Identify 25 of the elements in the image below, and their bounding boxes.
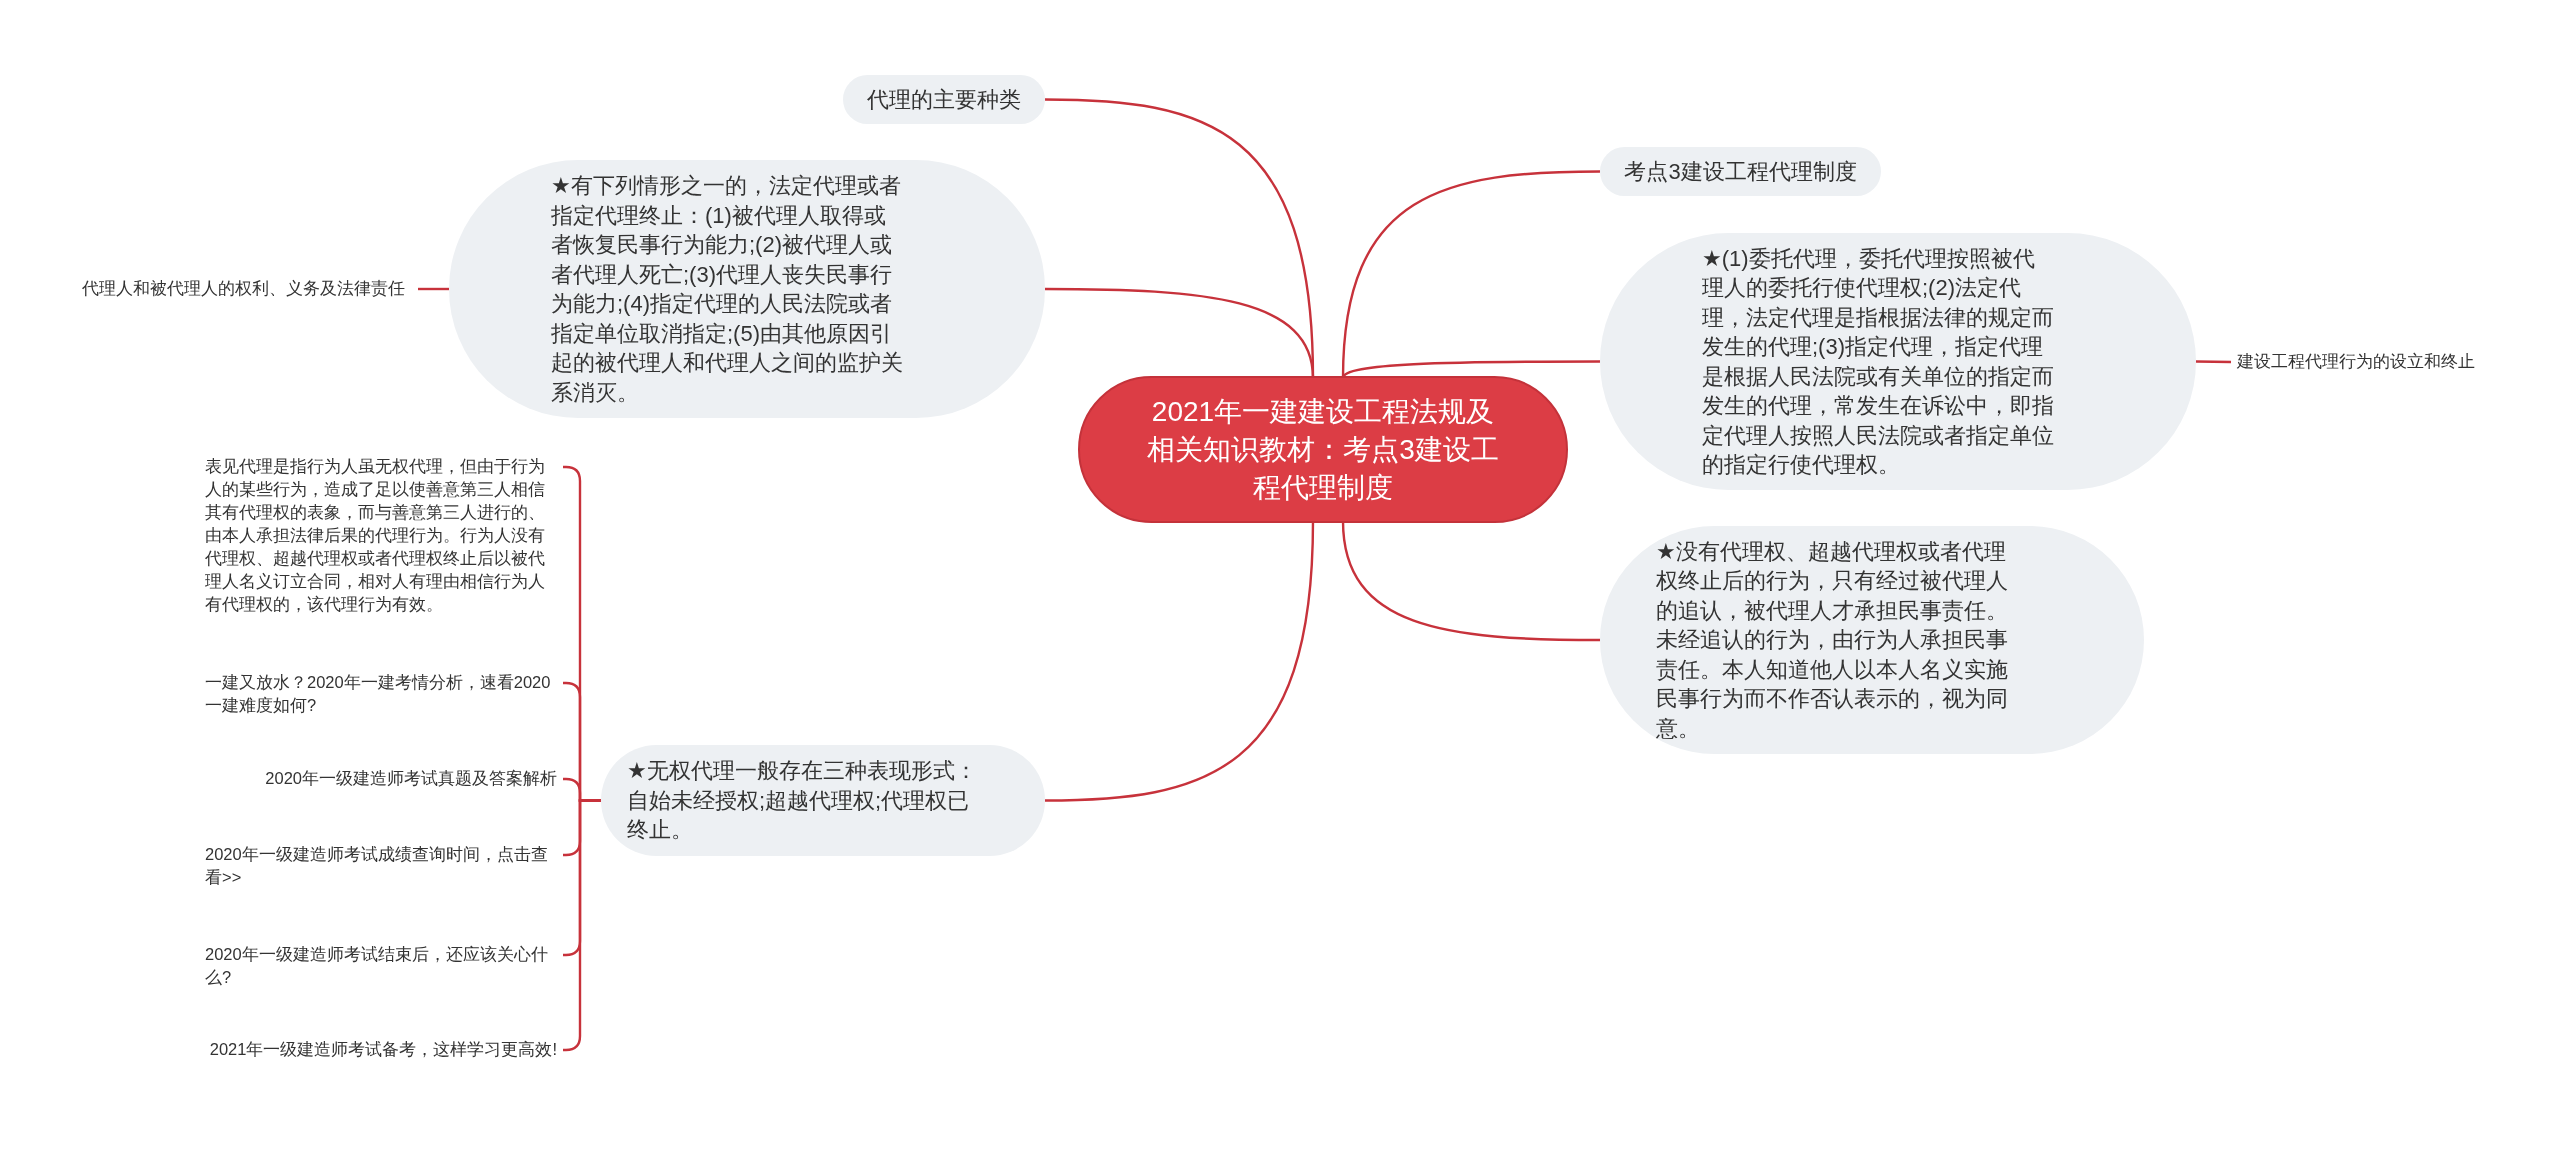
topic-text: 2020年一级建造师考试结束后，还应该关心什么? [205, 943, 557, 989]
connector-line [563, 799, 601, 1052]
connector-line [1044, 520, 1315, 802]
topic-text: 2021年一建建设工程法规及相关知识教材：考点3建设工程代理制度 [1146, 394, 1500, 505]
topic-text: ★有下列情形之一的，法定代理或者指定代理终止：(1)被代理人取得或者恢复民事行为能力;(2)被代理人或者代理人死亡;(3)代理人丧失民事行为能力;(4)指定代理的人民法院或者指定单位取消指定;(5)由其他原因引起的被代理人和代理人之间的监护关系消灭。 [551, 172, 903, 407]
topic-text: 代理人和被代理人的权利、义务及法律责任 [82, 277, 412, 300]
connector-line [1341, 520, 1600, 642]
topic-bubble [843, 75, 1045, 124]
topic-text: ★没有代理权、超越代理权或者代理权终止后的行为，只有经过被代理人的追认，被代理人才承担民事责任。未经追认的行为，由行为人承担民事责任。本人知道他人以本人名义实施民事行为而不作否认表示的，视为同意。 [1656, 537, 2008, 743]
topic-text: 表见代理是指行为人虽无权代理，但由于行为人的某些行为，造成了足以使善意第三人相信其有代理权的表象，而与善意第三人进行的、由本人承担法律后果的代理行为。行为人没有代理权、超越代理权或者代理权终止后以被代理人名义订立合同，相对人有理由相信行为人有代理权的，该代理行为有效。 [205, 455, 557, 616]
topic-text: 考点3建设工程代理制度 [1624, 157, 1857, 186]
topic-text: ★无权代理一般存在三种表现形式：自始未经授权;超越代理权;代理权已终止。 [627, 757, 978, 845]
topic-text: ★(1)委托代理，委托代理按照被代理人的委托行使代理权;(2)法定代理，法定代理是指根据法律的规定而发生的代理;(3)指定代理，指定代理是根据人民法院或有关单位的指定而发生的代理，常发生在诉讼中，即指定代理人按照人民法院或者指定单位的指定行使代理权。 [1702, 244, 2054, 479]
connector-line [418, 287, 449, 291]
topic-text: 2021年一级建造师考试备考，这样学习更高效! [209, 1038, 557, 1061]
topic-text: 一建又放水？2020年一建考情分析，速看2020一建难度如何? [205, 671, 557, 717]
connector-line [1341, 360, 1600, 379]
topic-text: 建设工程代理行为的设立和终止 [2237, 350, 2497, 373]
topic-text: 2020年一级建造师考试真题及答案解析 [265, 767, 557, 790]
topic-text: 代理的主要种类 [867, 85, 1021, 114]
connector-line [1045, 287, 1315, 379]
topic-text: 2020年一级建造师考试成绩查询时间，点击查看>> [205, 843, 557, 889]
topic-bubble [1600, 147, 1881, 196]
connector-line [2196, 360, 2231, 364]
connector-line [1341, 170, 1600, 379]
